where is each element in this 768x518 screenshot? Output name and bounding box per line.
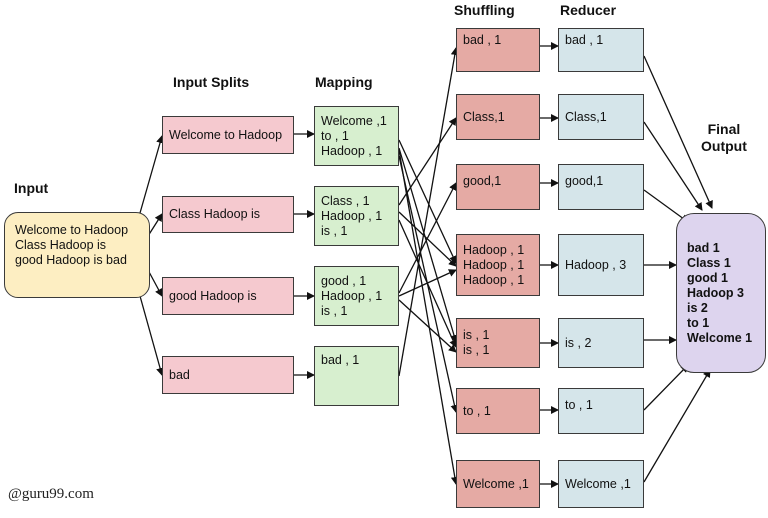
shuffling-pair: Welcome ,1 xyxy=(463,476,529,491)
mapping-pair: Hadoop , 1 xyxy=(321,208,383,223)
header-input-splits: Input Splits xyxy=(173,74,250,90)
shuffling-box: Class,1 xyxy=(456,94,540,140)
mapping-box: bad , 1 xyxy=(314,346,399,406)
header-final-line1: Final xyxy=(707,121,741,137)
final-output-item: Hadoop 3 xyxy=(687,285,744,300)
shuffling-box: Hadoop , 1 Hadoop , 1 Hadoop , 1 xyxy=(456,234,540,296)
split-label: bad xyxy=(169,367,190,382)
reducer-pair: Welcome ,1 xyxy=(565,476,631,491)
final-output-item: Class 1 xyxy=(687,255,731,270)
header-shuffling: Shuffling xyxy=(454,2,515,18)
header-reducer: Reducer xyxy=(560,2,617,18)
input-line: Welcome to Hadoop xyxy=(15,223,129,237)
mapping-pair: to , 1 xyxy=(321,128,349,143)
shuffling-pair: to , 1 xyxy=(463,403,491,418)
mapping-pair: is , 1 xyxy=(321,303,348,318)
split-label: Welcome to Hadoop xyxy=(169,127,283,142)
reducer-box: bad , 1 xyxy=(558,28,644,72)
split-box: Welcome to Hadoop xyxy=(162,116,294,154)
mapping-pair: Welcome ,1 xyxy=(321,113,387,128)
split-label: good Hadoop is xyxy=(169,288,257,303)
final-output-box: bad 1 Class 1 good 1 Hadoop 3 is 2 to 1 … xyxy=(676,213,766,373)
reducer-box: to , 1 xyxy=(558,388,644,434)
header-final-output: Final Output xyxy=(701,121,747,155)
split-box: Class Hadoop is xyxy=(162,196,294,233)
shuffling-pair: Hadoop , 1 xyxy=(463,257,525,272)
final-output-item: to 1 xyxy=(687,315,710,330)
split-box: bad xyxy=(162,356,294,394)
reducer-pair: bad , 1 xyxy=(565,33,604,47)
final-output-item: good 1 xyxy=(687,270,728,285)
reducer-pair: good,1 xyxy=(565,174,604,188)
reducer-box: Class,1 xyxy=(558,94,644,140)
shuffling-pair: is , 1 xyxy=(463,328,490,342)
split-label: Class Hadoop is xyxy=(169,207,261,221)
input-line: Class Hadoop is xyxy=(15,238,107,252)
watermark: @guru99.com xyxy=(8,486,94,502)
reducer-box: good,1 xyxy=(558,164,644,210)
shuffling-box: bad , 1 xyxy=(456,28,540,72)
input-box: Welcome to Hadoop Class Hadoop is good H… xyxy=(4,212,150,298)
mapping-pair: Hadoop , 1 xyxy=(321,288,383,303)
header-mapping: Mapping xyxy=(315,74,373,90)
mapping-pair: bad , 1 xyxy=(321,353,360,367)
shuffling-pair: bad , 1 xyxy=(463,33,502,47)
shuffling-box: is , 1 is , 1 xyxy=(456,318,540,368)
reducer-pair: Class,1 xyxy=(565,109,607,124)
mapping-box: Welcome ,1 to , 1 Hadoop , 1 xyxy=(314,106,399,166)
reducer-box: Hadoop , 3 xyxy=(558,234,644,296)
reducer-pair: is , 2 xyxy=(565,335,592,350)
mapping-box: Class , 1 Hadoop , 1 is , 1 xyxy=(314,186,399,246)
mapping-pair: is , 1 xyxy=(321,223,348,238)
shuffling-pair: Class,1 xyxy=(463,109,505,124)
split-box: good Hadoop is xyxy=(162,277,294,315)
shuffling-box: good,1 xyxy=(456,164,540,210)
mapping-pair: Class , 1 xyxy=(321,193,370,208)
shuffling-pair: is , 1 xyxy=(463,343,490,357)
mapping-pair: good , 1 xyxy=(321,273,367,288)
shuffling-box: to , 1 xyxy=(456,388,540,434)
reducer-pair: Hadoop , 3 xyxy=(565,257,627,272)
reducer-pair: to , 1 xyxy=(565,398,593,412)
header-final-line2: Output xyxy=(701,138,747,154)
reducer-box: Welcome ,1 xyxy=(558,460,644,508)
input-line: good Hadoop is bad xyxy=(15,253,127,267)
mapping-pair: Hadoop , 1 xyxy=(321,143,383,158)
shuffling-pair: Hadoop , 1 xyxy=(463,272,525,287)
final-output-item: is 2 xyxy=(687,300,708,315)
shuffling-pair: Hadoop , 1 xyxy=(463,242,525,257)
final-output-item: Welcome 1 xyxy=(687,330,753,345)
shuffling-pair: good,1 xyxy=(463,174,502,188)
shuffling-box: Welcome ,1 xyxy=(456,460,540,508)
final-output-item: bad 1 xyxy=(687,240,720,255)
mapping-box: good , 1 Hadoop , 1 is , 1 xyxy=(314,266,399,326)
header-input: Input xyxy=(14,180,49,196)
reducer-box: is , 2 xyxy=(558,318,644,368)
